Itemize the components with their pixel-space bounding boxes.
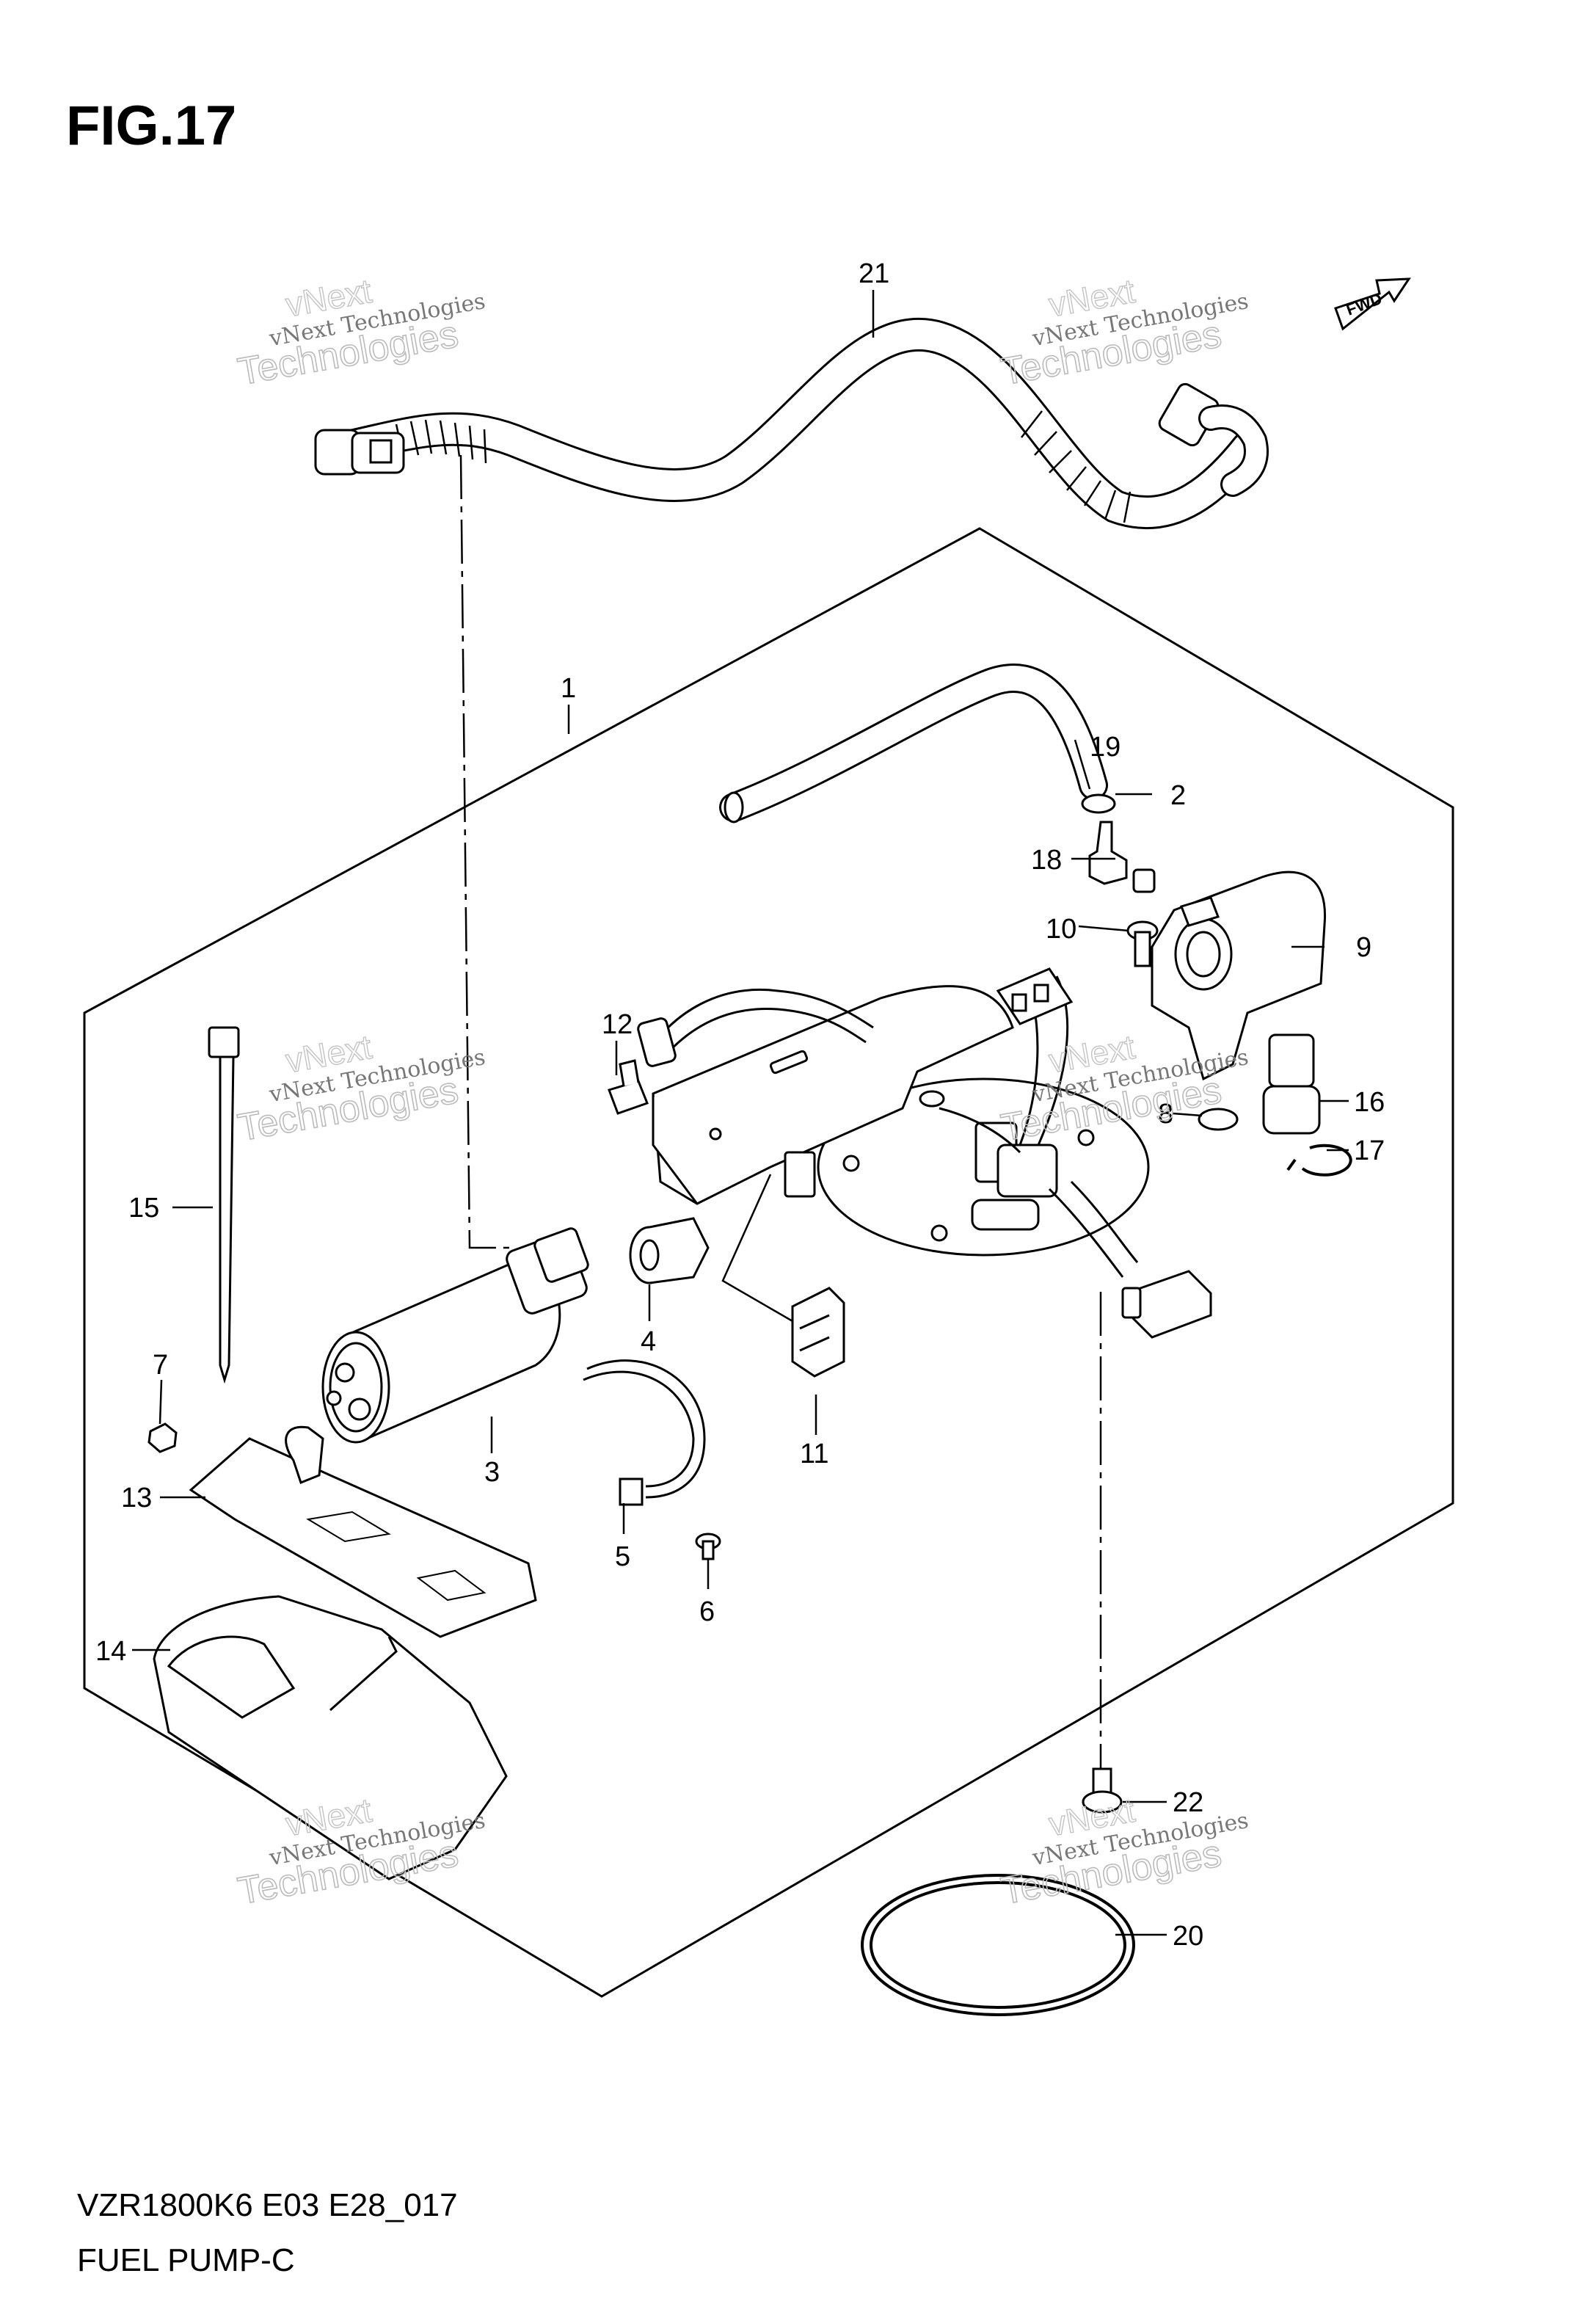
harness-end-connector — [1121, 1270, 1212, 1339]
callout-18: 18 — [1031, 845, 1062, 876]
grommet-12 — [608, 1059, 649, 1115]
tie-15 — [208, 1026, 240, 1384]
bracket-9 — [1151, 870, 1327, 1081]
bolt-10 — [1126, 920, 1159, 967]
callout-19: 19 — [1090, 732, 1121, 763]
clamp-2 — [1081, 793, 1116, 814]
washer-8 — [1198, 1108, 1239, 1131]
callout-2: 2 — [1170, 780, 1186, 811]
reference-line-hose — [459, 454, 514, 1249]
callout-16: 16 — [1354, 1087, 1385, 1118]
callout-13: 13 — [121, 1483, 152, 1513]
connector-16 — [1262, 1033, 1321, 1135]
bolt-22 — [1082, 1767, 1123, 1814]
callout-3: 3 — [484, 1457, 500, 1488]
callout-21: 21 — [859, 258, 889, 289]
callout-20: 20 — [1173, 1921, 1203, 1952]
holder-14 — [153, 1595, 508, 1880]
pump-bracket — [652, 985, 1014, 1205]
fitting-18 — [1088, 821, 1156, 893]
vent-hose-19 — [719, 664, 1108, 824]
figure-title: FIG.17 — [66, 95, 237, 157]
callout-6: 6 — [699, 1596, 715, 1627]
callout-15: 15 — [128, 1193, 159, 1224]
harness-connector — [996, 967, 1074, 1025]
callout-10: 10 — [1046, 914, 1076, 945]
clip-11 — [791, 1287, 845, 1378]
fwd-arrow-icon: FWD — [1334, 277, 1411, 331]
figure-code: VZR1800K6 E03 E28_017 — [77, 2187, 458, 2223]
rubber-4 — [629, 1217, 710, 1284]
clip-17 — [1286, 1144, 1352, 1177]
pump-flange — [817, 1077, 1150, 1257]
callout-12: 12 — [602, 1009, 633, 1040]
callout-11: 11 — [800, 1439, 828, 1469]
fwd-label: FWD — [1344, 289, 1385, 319]
callout-5: 5 — [615, 1541, 630, 1572]
callout-labels: 21 1 19 2 18 10 9 12 8 16 17 15 7 4 3 11… — [95, 258, 1385, 1952]
leader-lines — [132, 290, 1349, 1936]
callout-9: 9 — [1356, 932, 1371, 963]
callout-17: 17 — [1354, 1135, 1385, 1166]
callout-4: 4 — [641, 1326, 656, 1357]
assembly-outline — [83, 527, 1454, 1998]
fuel-hose-21 — [314, 317, 1269, 530]
fuel-pump-3 — [321, 1227, 589, 1444]
callout-14: 14 — [95, 1636, 126, 1667]
screw-6 — [695, 1533, 721, 1560]
figure-name: FUEL PUMP-C — [77, 2242, 295, 2278]
filter-13 — [189, 1425, 537, 1638]
callout-7: 7 — [153, 1350, 168, 1381]
callout-22: 22 — [1173, 1787, 1203, 1818]
reference-line-clip — [721, 1174, 793, 1323]
callout-8: 8 — [1158, 1099, 1173, 1130]
harness-plug — [637, 1017, 677, 1067]
callout-1: 1 — [561, 673, 576, 704]
nut-7 — [147, 1422, 178, 1453]
o-ring-20 — [861, 1874, 1135, 2016]
band-5 — [583, 1359, 706, 1506]
